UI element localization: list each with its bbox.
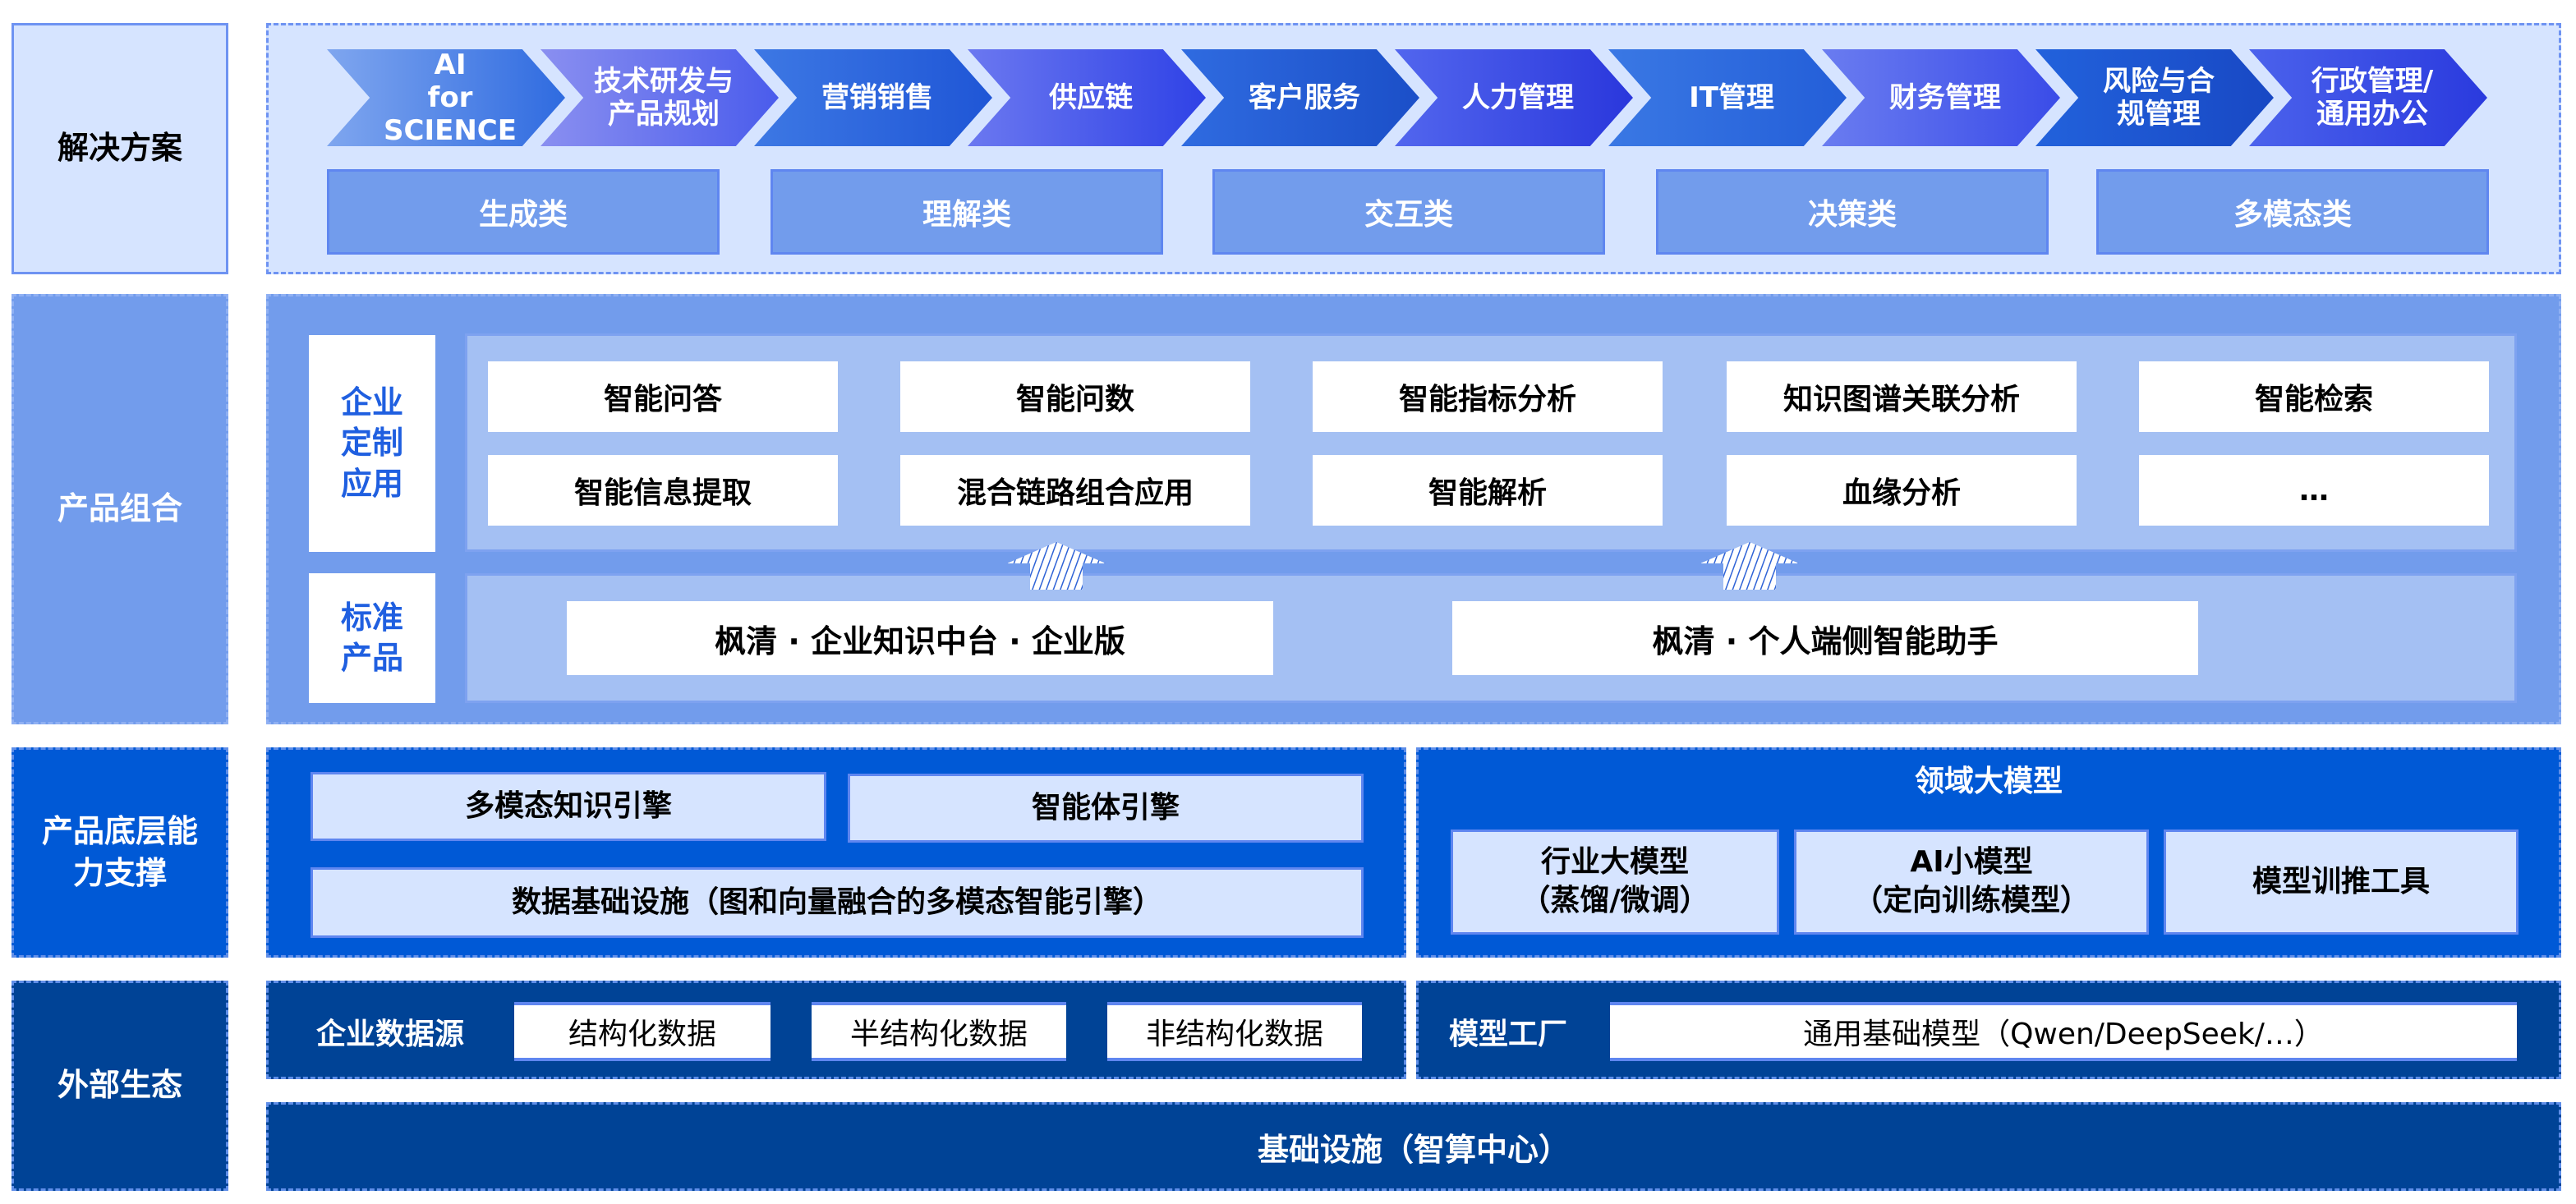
scenario-chevron-line: 技术研发与 xyxy=(594,64,734,98)
solution-category-chip: 决策类 xyxy=(1656,169,2049,255)
enterprise-data-source-label: 企业数据源 xyxy=(315,1018,464,1051)
custom-app-tile: 智能解析 xyxy=(1313,455,1663,526)
scenario-chevron-line: 风险与合 xyxy=(2103,64,2215,98)
custom-apps-label-text: 企业定制应用 xyxy=(340,384,403,502)
custom-app-tile: 血缘分析 xyxy=(1727,455,2077,526)
domain-model-line: （定向训练模型） xyxy=(1852,884,2090,917)
engine-multimodal-knowledge: 多模态知识引擎 xyxy=(310,772,826,841)
solution-category-chip: 生成类 xyxy=(327,169,720,255)
scenario-chevron-line: 财务管理 xyxy=(1889,80,2001,114)
scenario-chevron-line: AI xyxy=(434,48,467,81)
custom-app-tile: 智能问答 xyxy=(488,361,838,432)
hatched-up-arrow-icon xyxy=(1007,542,1106,590)
row-label-base-capability-text: 产品底层能力支撑 xyxy=(41,812,198,891)
custom-app-tile: 智能信息提取 xyxy=(488,455,838,526)
scenario-chevron: 财务管理 xyxy=(1822,49,2060,146)
foundation-models-text: 通用基础模型（Qwen/DeepSeek/…） xyxy=(1803,1018,2324,1051)
scenario-chevron-line: 人力管理 xyxy=(1462,80,1574,114)
data-infrastructure: 数据基础设施（图和向量融合的多模态智能引擎） xyxy=(310,867,1364,938)
engine-text: 智能体引擎 xyxy=(1031,790,1180,825)
foundation-models: 通用基础模型（Qwen/DeepSeek/…） xyxy=(1610,1002,2517,1061)
data-source-unstructured: 非结构化数据 xyxy=(1107,1002,1362,1061)
standard-product-personal: 枫清 · 个人端侧智能助手 xyxy=(1452,601,2198,675)
standard-product-text: 枫清 · 个人端侧智能助手 xyxy=(1652,623,1999,659)
domain-model-line: （蒸馏/微调） xyxy=(1520,884,1709,917)
scenario-chevron-label: 行政管理/通用办公 xyxy=(2303,65,2433,131)
custom-app-tile: 混合链路组合应用 xyxy=(900,455,1250,526)
custom-app-tile: 智能检索 xyxy=(2139,361,2489,432)
custom-app-tile: 知识图谱关联分析 xyxy=(1727,361,2077,432)
scenario-chevron: 供应链 xyxy=(968,49,1206,146)
scenario-chevron-line: 产品规划 xyxy=(608,98,720,131)
custom-app-tile: … xyxy=(2139,455,2489,526)
standard-products-label-line: 产品 xyxy=(340,640,403,676)
engine-text: 多模态知识引擎 xyxy=(464,788,672,823)
scenario-chevron-line: 规管理 xyxy=(2117,98,2201,131)
domain-models-title: 领域大模型 xyxy=(1914,765,2063,798)
row-label-solution: 解决方案 xyxy=(12,23,228,274)
domain-model-small: AI小模型 （定向训练模型） xyxy=(1794,829,2149,935)
model-factory-label: 模型工厂 xyxy=(1448,1018,1567,1051)
domain-model-line: 模型训推工具 xyxy=(2252,864,2430,898)
domain-model-line: AI小模型 xyxy=(1910,845,2033,880)
scenario-chevron-line: for xyxy=(427,80,473,114)
engine-agent: 智能体引擎 xyxy=(848,774,1364,843)
row-label-external-eco: 外部生态 xyxy=(12,981,228,1191)
data-source-semi-structured: 半结构化数据 xyxy=(812,1002,1066,1061)
scenario-chevron-label: 客户服务 xyxy=(1240,81,1360,114)
row-label-base-capability: 产品底层能力支撑 xyxy=(12,747,228,958)
solution-category-chip: 多模态类 xyxy=(2096,169,2489,255)
scenario-chevron-line: 行政管理/ xyxy=(2311,64,2434,98)
scenario-chevron-label: 风险与合规管理 xyxy=(2095,65,2215,131)
scenario-chevron-label: 营销销售 xyxy=(813,81,933,114)
standard-product-text: 枫清 · 企业知识中台 · 企业版 xyxy=(715,623,1125,659)
custom-apps-label: 企业定制应用 xyxy=(309,335,435,552)
scenario-chevron-label: 人力管理 xyxy=(1454,81,1574,114)
scenario-chevron-label: IT管理 xyxy=(1681,81,1774,114)
scenario-chevron-line: 客户服务 xyxy=(1249,80,1360,114)
custom-app-tile: 智能指标分析 xyxy=(1313,361,1663,432)
infrastructure-text: 基础设施（智算中心） xyxy=(1257,1131,1570,1168)
scenario-chevron-label: 技术研发与产品规划 xyxy=(586,65,734,131)
data-source-structured: 结构化数据 xyxy=(514,1002,770,1061)
scenario-chevron-line: 通用办公 xyxy=(2316,98,2428,131)
scenario-chevron-label: 供应链 xyxy=(1041,81,1133,114)
domain-model-tools: 模型训推工具 xyxy=(2164,829,2518,935)
row-label-external-eco-text: 外部生态 xyxy=(57,1067,182,1104)
infrastructure-bar: 基础设施（智算中心） xyxy=(266,1102,2561,1191)
scenario-chevron-line: SCIENCE xyxy=(384,114,517,148)
solution-category-chip: 理解类 xyxy=(770,169,1163,255)
data-source-text: 结构化数据 xyxy=(568,1018,716,1051)
standard-product-enterprise: 枫清 · 企业知识中台 · 企业版 xyxy=(567,601,1273,675)
scenario-chevron-line: 营销销售 xyxy=(821,80,933,114)
standard-products-label: 标准 产品 xyxy=(309,573,435,703)
hatched-up-arrow-icon xyxy=(1700,542,1799,590)
scenario-chevron-line: IT管理 xyxy=(1689,80,1774,114)
scenario-chevron: 营销销售 xyxy=(754,49,992,146)
data-source-text: 非结构化数据 xyxy=(1145,1018,1323,1051)
domain-model-industry: 行业大模型 （蒸馏/微调） xyxy=(1451,829,1779,935)
custom-app-tile: 智能问数 xyxy=(900,361,1250,432)
row-label-solution-text: 解决方案 xyxy=(57,130,182,167)
standard-products-label-line: 标准 xyxy=(340,599,403,636)
row-label-product-combo-text: 产品组合 xyxy=(57,490,182,527)
scenario-chevron-line: 供应链 xyxy=(1049,80,1133,114)
row-label-product-combo: 产品组合 xyxy=(12,294,228,724)
domain-model-line: 行业大模型 xyxy=(1540,845,1689,880)
solution-category-chip: 交互类 xyxy=(1212,169,1605,255)
scenario-chevron: 行政管理/通用办公 xyxy=(2249,49,2487,146)
data-infrastructure-text: 数据基础设施（图和向量融合的多模态智能引擎） xyxy=(511,885,1162,919)
data-source-text: 半结构化数据 xyxy=(849,1018,1028,1051)
scenario-chevron-label: 财务管理 xyxy=(1881,81,2001,114)
